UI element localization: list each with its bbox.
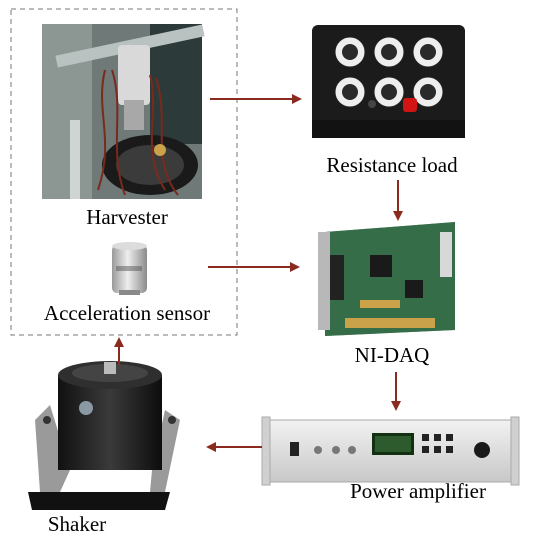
- shaker-label: Shaker: [48, 512, 106, 536]
- harvester-photo: [42, 24, 205, 199]
- ni-daq-photo: [318, 222, 455, 336]
- shaker-photo: [28, 361, 180, 510]
- power-amplifier-label: Power amplifier: [350, 479, 486, 503]
- harvester-label: Harvester: [86, 205, 168, 229]
- ni-daq-label: NI-DAQ: [355, 343, 430, 367]
- power-amplifier-photo: [261, 416, 520, 486]
- acceleration-sensor-photo: [112, 242, 147, 295]
- resistance-load-label: Resistance load: [326, 153, 458, 177]
- dashed-group-border: [10, 8, 238, 336]
- acceleration-sensor-label: Acceleration sensor: [44, 301, 210, 325]
- resistance-load-photo: [312, 25, 465, 138]
